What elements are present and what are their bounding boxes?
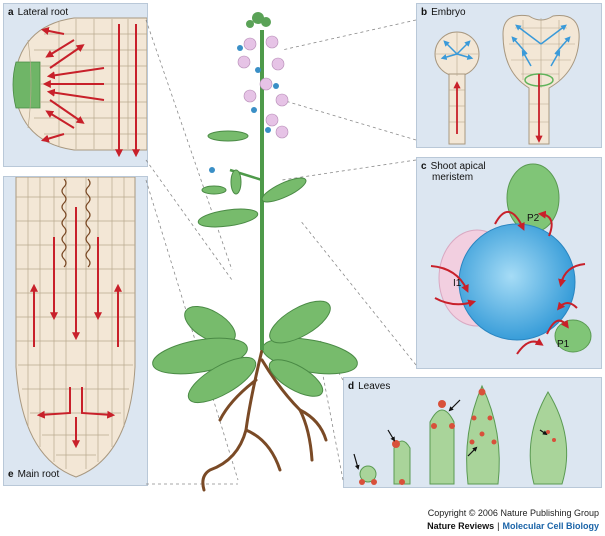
subjournal-name: Molecular Cell Biology [502,521,599,531]
primordium-label-i1: I1 [453,278,462,289]
panel-title-line2: meristem [432,172,474,183]
journal-name: Nature Reviews [427,521,495,531]
copyright-notice: Copyright © 2006 Nature Publishing Group [427,508,599,518]
primordium-label-p2: P2 [527,213,540,224]
panel-letter: b [421,7,428,18]
panel-letter: e [8,469,14,480]
journal-separator: | [497,521,500,531]
lateral-root-illustration [12,17,147,158]
panel-title-line1: Shoot apical [430,161,486,172]
panel-title: Main root [17,469,60,480]
panel-title: Leaves [358,381,391,392]
panel-title: Lateral root [17,7,69,18]
embryo-illustration [434,14,580,145]
panel-letter: c [421,161,427,172]
primordium-label-p1: P1 [557,339,570,350]
panel-letter: a [8,7,14,18]
main-root-illustration [15,177,136,478]
meristem-illustration [430,163,592,355]
panel-title: Embryo [431,7,466,18]
leaves-illustration [353,384,568,485]
panel-letter: d [348,381,355,392]
journal-credit: Nature Reviews|Molecular Cell Biology [427,521,599,531]
